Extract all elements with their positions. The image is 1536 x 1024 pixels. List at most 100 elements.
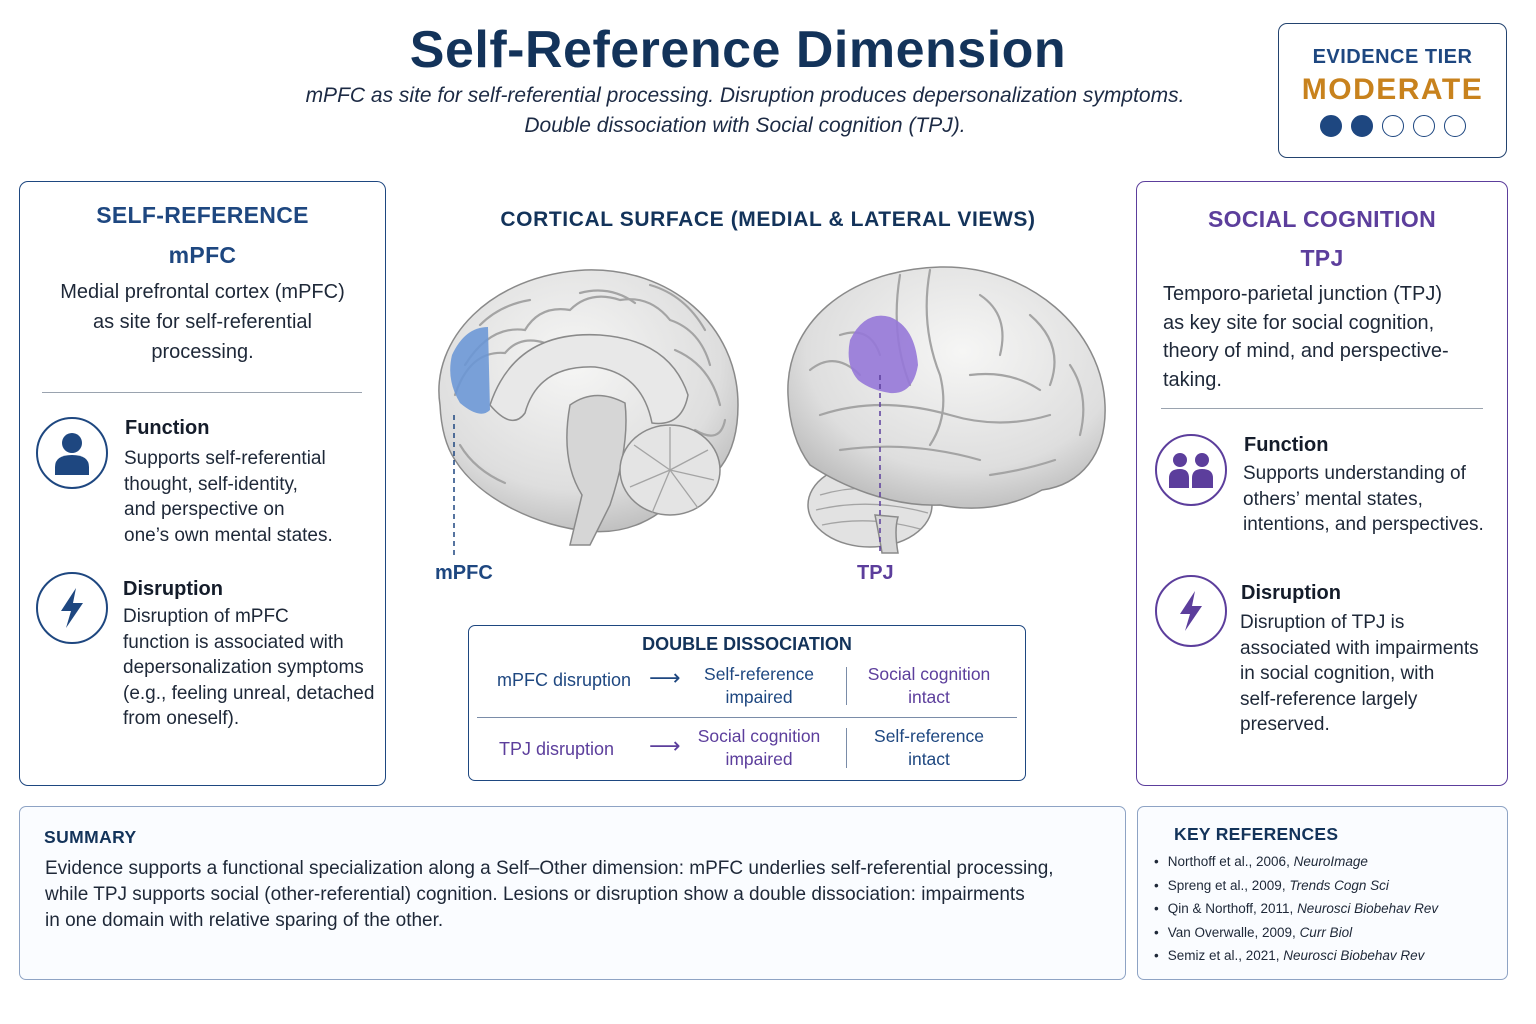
arrow-right-icon: ⟶: [649, 733, 681, 758]
evidence-tier-card: EVIDENCE TIER MODERATE: [1278, 23, 1507, 158]
divider: [1161, 408, 1483, 409]
medial-brain-illustration: [438, 269, 739, 555]
cell-line: impaired: [725, 687, 793, 707]
divider: [846, 667, 847, 705]
rating-dot-empty: [1412, 115, 1435, 137]
panel-region: mPFC: [168, 242, 237, 268]
intro-line: theory of mind, and perspective-: [1163, 340, 1449, 362]
divider: [477, 717, 1017, 718]
summary-card: SUMMARY Evidence supports a functional s…: [19, 806, 1126, 980]
reference-journal: Neurosci Biobehav Rev: [1297, 901, 1439, 916]
text-line: associated with impairments: [1240, 637, 1479, 659]
disruption-heading: Disruption: [1241, 582, 1341, 604]
reference-journal: Neurosci Biobehav Rev: [1283, 948, 1425, 963]
mpfc-disruption-label: mPFC disruption: [497, 670, 632, 690]
tpj-label: TPJ: [857, 562, 894, 584]
cell-line: Social cognition: [697, 726, 821, 746]
reference-item: Van Overwalle, 2009, Curr Biol: [1154, 921, 1438, 945]
effect-cell: Self-reference impaired: [669, 663, 849, 709]
text-line: Supports self-referential: [124, 448, 326, 469]
reference-authors: Qin & Northoff, 2011,: [1167, 901, 1298, 916]
intro-line: Temporo-parietal junction (TPJ): [1163, 283, 1442, 305]
cell-line: Self-reference: [704, 664, 814, 684]
intro-line: as site for self-referential: [93, 311, 312, 333]
panel-heading: SOCIAL COGNITION: [1208, 206, 1436, 232]
effect-cell: Social cognition impaired: [669, 725, 849, 771]
reference-item: Qin & Northoff, 2011, Neurosci Biobehav …: [1154, 897, 1438, 921]
reference-item: Northoff et al., 2006, NeuroImage: [1154, 850, 1438, 874]
disruption-heading: Disruption: [123, 578, 223, 600]
evidence-tier-rating: [1279, 115, 1506, 137]
person-icon: [36, 417, 108, 489]
function-heading: Function: [1244, 434, 1329, 456]
cell-line: Social cognition: [867, 664, 991, 684]
reference-journal: NeuroImage: [1293, 854, 1368, 869]
function-text: Supports self-referential thought, self-…: [124, 446, 333, 548]
text-line: while TPJ supports social (other-referen…: [45, 884, 1025, 905]
panel-intro: Medial prefrontal cortex (mPFC) as site …: [20, 277, 385, 367]
mpfc-label: mPFC: [435, 562, 493, 584]
intro-line: processing.: [151, 341, 254, 363]
text-line: self-reference largely: [1240, 688, 1418, 710]
reference-authors: Northoff et al., 2006,: [1167, 854, 1294, 869]
self-reference-panel: SELF-REFERENCE mPFC Medial prefrontal co…: [19, 181, 386, 786]
function-text: Supports understanding of others’ mental…: [1243, 461, 1484, 538]
text-line: Disruption of TPJ is: [1240, 612, 1405, 633]
text-line: (e.g., feeling unreal, detached: [123, 682, 375, 704]
tpj-disruption-label: TPJ disruption: [499, 739, 615, 759]
text-line: intentions, and perspectives.: [1243, 514, 1484, 535]
mpfc-region-highlight: [450, 327, 490, 414]
reference-journal: Curr Biol: [1299, 924, 1353, 940]
text-line: in one domain with relative sparing of t…: [45, 910, 444, 931]
text-line: one’s own mental states.: [124, 524, 333, 546]
lightning-icon: [36, 572, 108, 644]
lateral-brain-illustration: [787, 266, 1106, 555]
rating-dot-empty: [1381, 115, 1404, 137]
rating-dot-empty: [1443, 115, 1466, 137]
social-cognition-panel: SOCIAL COGNITION TPJ Temporo-parietal ju…: [1136, 181, 1508, 786]
text-line: Supports understanding of: [1243, 463, 1466, 484]
cell-line: impaired: [725, 749, 793, 769]
page-subtitle-line-1: mPFC as site for self-referential proces…: [305, 84, 1185, 107]
function-heading: Function: [125, 417, 210, 439]
divider: [846, 728, 847, 768]
text-line: from oneself).: [123, 708, 240, 729]
text-line: and perspective on: [124, 499, 285, 520]
text-line: depersonalization symptoms: [123, 657, 364, 678]
spared-cell: Self-reference intact: [839, 725, 1019, 771]
panel-intro: Temporo-parietal junction (TPJ) as key s…: [1163, 280, 1449, 394]
text-line: Disruption of mPFC: [123, 606, 289, 627]
reference-authors: Spreng et al., 2009,: [1167, 877, 1290, 893]
text-line: preserved.: [1240, 714, 1330, 735]
double-dissociation-table: DOUBLE DISSOCIATION mPFC disruption ⟶ Se…: [468, 625, 1026, 781]
reference-item: Semiz et al., 2021, Neurosci Biobehav Re…: [1154, 944, 1438, 968]
evidence-tier-value: MODERATE: [1301, 73, 1484, 106]
intro-line: as key site for social cognition,: [1163, 311, 1435, 334]
page-subtitle-line-2: Double dissociation with Social cognitio…: [524, 114, 966, 137]
text-line: function is associated with: [123, 631, 344, 653]
lightning-icon: [1155, 575, 1227, 647]
disruption-text: Disruption of mPFC function is associate…: [123, 604, 374, 732]
reference-authors: Van Overwalle, 2009,: [1167, 924, 1300, 940]
people-icon: [1155, 434, 1227, 506]
cell-line: intact: [908, 687, 950, 707]
reference-authors: Semiz et al., 2021,: [1167, 948, 1284, 963]
reference-item: Spreng et al., 2009, Trends Cogn Sci: [1154, 874, 1438, 898]
text-line: thought, self-identity,: [124, 473, 298, 495]
summary-text: Evidence supports a functional specializ…: [45, 856, 1065, 934]
double-dissociation-title: DOUBLE DISSOCIATION: [642, 634, 852, 654]
text-line: others’ mental states,: [1243, 488, 1423, 510]
tpj-region-highlight: [848, 315, 918, 394]
cell-line: intact: [908, 749, 950, 769]
key-references-card: KEY REFERENCES Northoff et al., 2006, Ne…: [1137, 806, 1508, 980]
references-heading: KEY REFERENCES: [1174, 824, 1339, 844]
rating-dot-filled: [1319, 115, 1342, 137]
panel-region: TPJ: [1300, 245, 1344, 271]
text-line: in social cognition, with: [1240, 663, 1435, 684]
cell-line: Self-reference: [874, 726, 984, 746]
disruption-text: Disruption of TPJ is associated with imp…: [1240, 610, 1479, 738]
arrow-right-icon: ⟶: [649, 665, 681, 690]
intro-line: taking.: [1163, 368, 1222, 391]
text-line: Evidence supports a functional specializ…: [45, 858, 1054, 879]
intro-line: Medial prefrontal cortex (mPFC): [60, 281, 345, 303]
